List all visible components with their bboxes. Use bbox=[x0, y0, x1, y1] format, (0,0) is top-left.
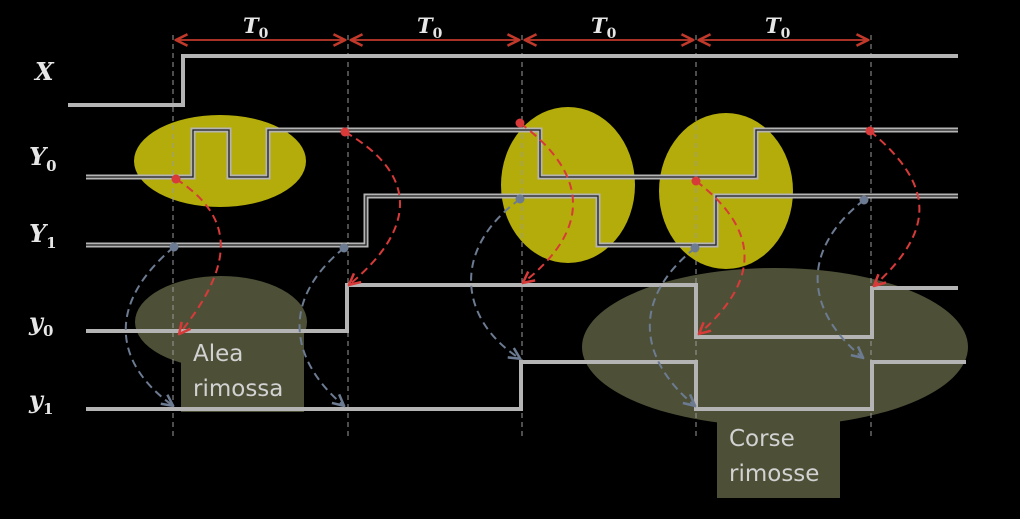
red-arrow bbox=[344, 131, 401, 284]
slate-dot bbox=[690, 243, 700, 253]
note-line: rimossa bbox=[193, 376, 283, 402]
waveform-X bbox=[68, 54, 958, 107]
slate-arrow bbox=[298, 247, 344, 405]
waveform-Y0 bbox=[86, 127, 958, 180]
races-removed-box bbox=[717, 419, 840, 498]
red-dot bbox=[515, 118, 525, 128]
signal-labels: X Y0 Y1 y0 y1 bbox=[28, 57, 57, 418]
waveform-Y1 bbox=[86, 193, 958, 248]
slate-dot bbox=[859, 195, 869, 205]
period-label: T0 bbox=[765, 13, 791, 42]
signal-label-y0: y0 bbox=[28, 307, 53, 340]
signal-label-X: X bbox=[33, 57, 55, 86]
race-blob-2 bbox=[659, 113, 793, 269]
slate-arrow bbox=[648, 247, 695, 405]
waveforms bbox=[68, 54, 966, 411]
period-label: T0 bbox=[417, 13, 443, 42]
red-dot bbox=[340, 127, 350, 137]
slate-arrow bbox=[816, 199, 864, 357]
signal-label-Y0: Y0 bbox=[29, 142, 57, 175]
note-line: Alea bbox=[193, 341, 243, 367]
slate-arrow bbox=[470, 198, 520, 358]
note-line: Corse bbox=[729, 426, 795, 452]
slate-dot bbox=[339, 243, 349, 253]
slate-arrow bbox=[124, 246, 174, 405]
signal-label-Y1: Y1 bbox=[29, 219, 57, 252]
red-dot bbox=[691, 176, 701, 186]
waveform-y1 bbox=[86, 360, 966, 411]
red-arrow bbox=[519, 122, 574, 282]
races-removed-note: Corse rimosse bbox=[729, 426, 819, 487]
red-causality-arrows bbox=[175, 122, 921, 333]
slate-dot bbox=[169, 242, 179, 252]
red-dot bbox=[865, 126, 875, 136]
hazard-removed-note: Alea rimossa bbox=[193, 341, 283, 402]
hazard-blob-y0-start bbox=[134, 115, 306, 207]
waveform-y0 bbox=[86, 283, 958, 339]
slate-dot bbox=[515, 194, 525, 204]
signal-label-y1: y1 bbox=[28, 385, 53, 418]
red-arrow bbox=[695, 180, 746, 333]
races-removed-blob bbox=[582, 268, 968, 426]
period-label: T0 bbox=[591, 13, 617, 42]
highlight-regions bbox=[134, 107, 968, 498]
red-dot bbox=[171, 174, 181, 184]
note-line: rimosse bbox=[729, 461, 819, 487]
red-arrow bbox=[869, 130, 921, 285]
period-labels: T0 T0 T0 T0 bbox=[243, 13, 791, 42]
hazard-removed-box bbox=[181, 333, 304, 412]
race-blob-1 bbox=[501, 107, 635, 263]
transition-dots bbox=[169, 118, 875, 253]
slate-causality-arrows bbox=[124, 198, 864, 405]
period-label: T0 bbox=[243, 13, 269, 42]
